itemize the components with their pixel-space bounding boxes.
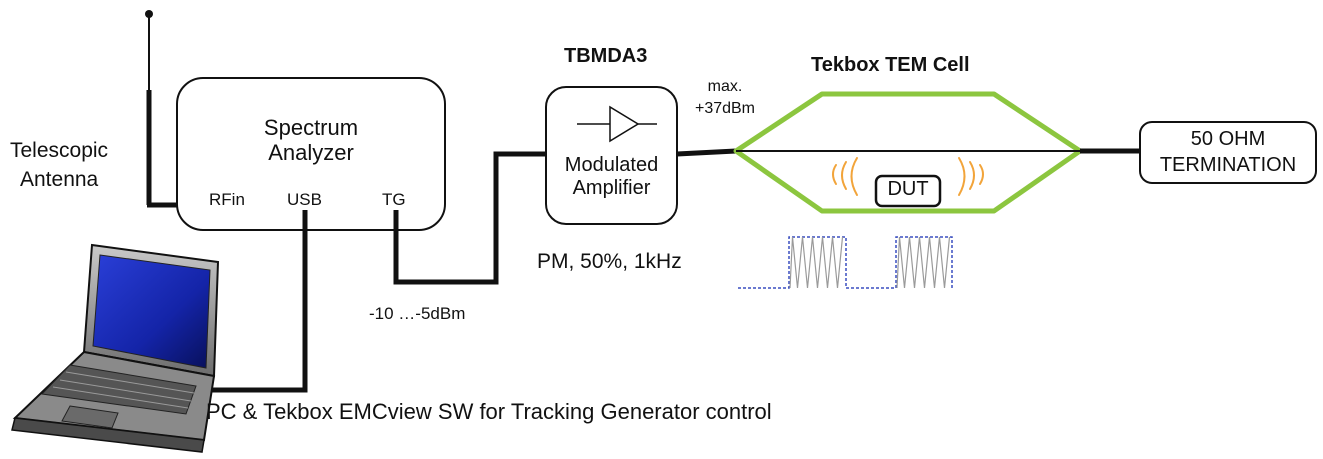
port-rfin-label: RFin bbox=[209, 190, 245, 209]
antenna-icon bbox=[145, 10, 153, 205]
antenna-label-line2: Antenna bbox=[20, 168, 99, 191]
usb-cable bbox=[205, 210, 308, 393]
amplifier-text-line1: Modulated bbox=[564, 154, 659, 176]
amplifier-text: Modulated Amplifier bbox=[546, 154, 677, 200]
spectrum-analyzer-box bbox=[176, 77, 446, 231]
max-power-line2: +37dBm bbox=[694, 100, 756, 117]
port-usb-label: USB bbox=[287, 190, 322, 209]
termination-line2: TERMINATION bbox=[1159, 154, 1297, 176]
termination-text: 50 OHM TERMINATION bbox=[1140, 126, 1316, 178]
amplifier-box bbox=[545, 86, 678, 225]
amplifier-text-line2: Amplifier bbox=[572, 177, 651, 199]
max-power-line1: max. bbox=[707, 78, 743, 95]
emission-arcs-icon bbox=[832, 157, 984, 196]
pm-waveform-icon bbox=[738, 236, 953, 289]
tg-cable bbox=[393, 151, 546, 285]
spectrum-analyzer-title: Spectrum Analyzer bbox=[177, 115, 445, 166]
spectrum-analyzer-title-line2: Analyzer bbox=[268, 140, 354, 166]
max-power-label: max. +37dBm bbox=[680, 76, 770, 120]
amplifier-name: TBMDA3 bbox=[564, 45, 648, 67]
tem-cell-title: Tekbox TEM Cell bbox=[811, 54, 970, 76]
termination-box bbox=[1139, 121, 1317, 184]
modulation-label: PM, 50%, 1kHz bbox=[537, 250, 682, 273]
output-cable bbox=[676, 148, 737, 157]
pc-caption: PC & Tekbox EMCview SW for Tracking Gene… bbox=[206, 399, 772, 424]
tg-level-label: -10 …-5dBm bbox=[369, 304, 466, 323]
antenna-label: Telescopic Antenna bbox=[10, 136, 108, 194]
amplifier-triangle-icon bbox=[577, 105, 657, 143]
dut-label: DUT bbox=[887, 178, 929, 200]
antenna-label-line1: Telescopic bbox=[10, 139, 109, 162]
port-tg-label: TG bbox=[382, 190, 406, 209]
dut-box bbox=[874, 174, 942, 208]
spectrum-analyzer-title-line1: Spectrum bbox=[263, 115, 359, 140]
laptop-icon bbox=[11, 243, 220, 453]
termination-line1: 50 OHM bbox=[1190, 128, 1266, 150]
